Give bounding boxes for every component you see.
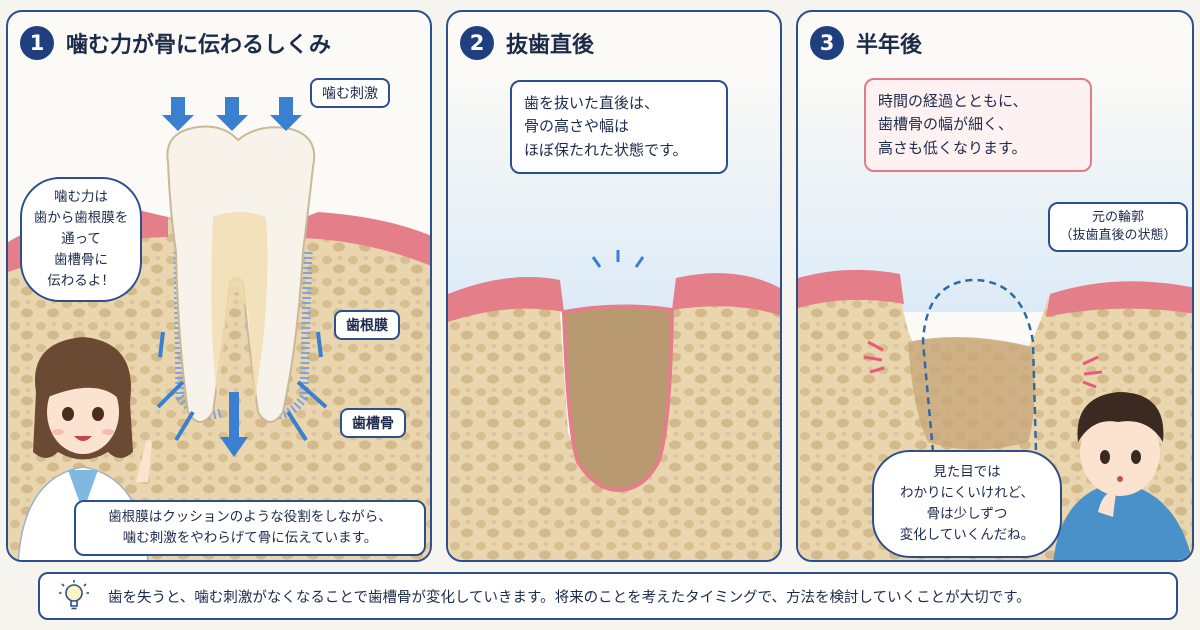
lightbulb-icon [59,580,89,610]
panel-title: 抜歯直後 [506,33,595,58]
stimulus-label: 噛む刺激 [310,78,390,108]
step-number-badge: 2 [460,26,494,60]
boy-speech-bubble: 見た目では わかりにくいけれど、 骨は少しずつ 変化していくんだね。 [872,450,1062,558]
panel-title: 半年後 [856,33,923,58]
panel-title: 噛む力が骨に伝わるしくみ [66,33,331,58]
right-after-note: 歯を抜いた直後は、 骨の高さや幅は ほぼ保たれた状態です。 [510,80,728,174]
ligament-label: 歯根膜 [334,310,400,340]
step-number-badge: 1 [20,26,54,60]
panel-right-after-extraction: 2 抜歯直後 歯を抜いた直後は、 骨の高さや幅は ほぼ保たれた状態です。 [446,10,782,562]
extraction-socket-illustration [448,72,780,560]
step-number-badge: 3 [810,26,844,60]
panel-bite-force: 1 噛む力が骨に伝わるしくみ 噛む刺激 噛む力は 歯から歯根膜を 通って 歯槽骨… [6,10,432,562]
six-months-note: 時間の経過とともに、 歯槽骨の幅が細く、 高さも低くなります。 [864,78,1092,172]
ligament-caption: 歯根膜はクッションのような役割をしながら、 噛む刺激をやわらげて骨に伝えています… [74,500,426,556]
summary-text: 歯を失うと、噛む刺激がなくなることで歯槽骨が変化していきます。将来のことを考えた… [108,589,1031,606]
boy-character [1053,392,1192,560]
alveolar-bone-label: 歯槽骨 [340,408,406,438]
doctor-speech-bubble: 噛む力は 歯から歯根膜を 通って 歯槽骨に 伝わるよ！ [20,177,142,302]
summary-banner: 歯を失うと、噛む刺激がなくなることで歯槽骨が変化していきます。将来のことを考えた… [38,572,1178,620]
panel-header: 3 半年後 [810,26,922,60]
panel-header: 2 抜歯直後 [460,26,594,60]
panel-header: 1 噛む力が骨に伝わるしくみ [20,26,331,60]
original-outline-label: 元の輪郭 （抜歯直後の状態） [1048,202,1188,253]
tooth-cross-section-illustration [8,97,430,560]
panel-six-months-later: 3 半年後 時間の経過とともに、 歯槽骨の幅が細く、 高さも低くなります。 元の… [796,10,1194,562]
